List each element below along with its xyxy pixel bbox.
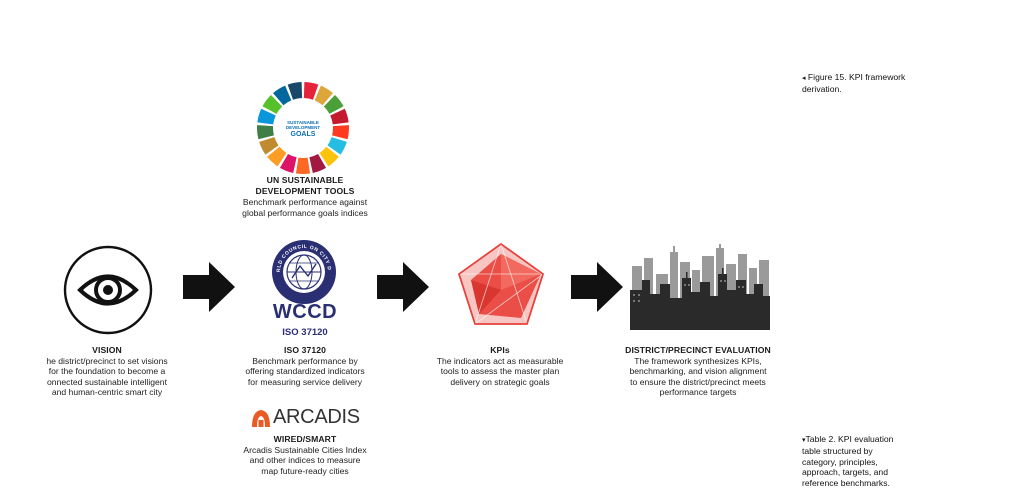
sdg-wheel-segment xyxy=(309,153,327,173)
sdg-wheel-segment xyxy=(295,157,311,174)
sdg-wheel-segment xyxy=(259,137,279,155)
sdg-wheel-segment xyxy=(267,146,287,167)
vision-desc-line: onnected sustainable intelligent xyxy=(47,376,167,387)
iso-title: ISO 37120 xyxy=(284,345,326,355)
city-skyline-icon xyxy=(630,244,770,330)
figure-caption: ◂ Figure 15. KPI framework derivation. xyxy=(802,72,962,95)
sdg-wheel-segment xyxy=(303,82,319,100)
arcadis-logo-text: ARCADIS xyxy=(273,406,360,428)
arrow-right-icon xyxy=(571,262,623,312)
sdg-wheel-segment xyxy=(257,108,276,125)
district-desc-line: The framework synthesizes KPIs, xyxy=(634,356,762,366)
kpi-radar-icon xyxy=(455,240,547,332)
sdg-wheel-segment xyxy=(279,153,297,173)
sdg-wheel-segment xyxy=(314,85,333,106)
sdg-wheel-segment xyxy=(332,125,349,140)
vision-desc-line: for the foundation to become a xyxy=(48,366,166,377)
caption-marker-icon: ◂ xyxy=(802,75,806,82)
figure-caption-line: derivation. xyxy=(802,84,842,95)
sdg-logo-text-3: GOALS xyxy=(291,131,316,138)
sdg-wheel-segment xyxy=(262,94,283,114)
wccd-logo-text: WCCD xyxy=(272,301,338,323)
table-caption-line: reference benchmarks. xyxy=(802,477,890,488)
table-caption-line: category, principles, xyxy=(802,456,878,467)
sdg-wheel-segment xyxy=(257,125,274,140)
vision-desc-line: and human-centric smart city xyxy=(51,387,163,398)
arcadis-mark-icon xyxy=(252,410,270,427)
arcadis-desc-line: Arcadis Sustainable Cities Index xyxy=(243,445,367,455)
sdg-wheel-logo: SUSTAINABLE DEVELOPMENT GOALS xyxy=(255,80,351,176)
sdg-wheel-segment xyxy=(323,94,344,114)
table-caption-text: Table 2. KPI evaluation xyxy=(805,434,894,444)
figure-caption-text: Figure 15. KPI framework xyxy=(807,72,906,82)
iso-desc-line: offering standardized indicators xyxy=(245,366,365,377)
vision-desc: he district/precinct to set visions for … xyxy=(12,356,202,398)
district-desc-line: to ensure the district/precinct meets xyxy=(630,376,766,387)
iso-logo-subtext: ISO 37120 xyxy=(282,327,328,338)
sdg-wheel-segment xyxy=(319,146,339,167)
sdg-wheel-segment xyxy=(327,137,347,155)
kpis-desc-line: The indicators act as measurable xyxy=(436,356,564,366)
arcadis-desc: Arcadis Sustainable Cities Index and oth… xyxy=(205,445,405,476)
kpis-desc: The indicators act as measurable tools t… xyxy=(400,356,600,387)
table-caption: ▾Table 2. KPI evaluation table structure… xyxy=(802,434,962,488)
sdg-wheel-segment xyxy=(287,82,303,100)
arcadis-desc-line: and other indices to measure xyxy=(249,455,361,466)
district-desc-line: performance targets xyxy=(659,387,737,398)
eye-icon xyxy=(63,245,153,335)
district-desc-line: benchmarking, and vision alignment xyxy=(629,366,767,377)
district-desc: The framework synthesizes KPIs, benchmar… xyxy=(598,356,798,398)
table-caption-line: table structured by xyxy=(802,446,873,457)
wccd-seal-logo: WORLD COUNCIL ON CITY DATA xyxy=(267,234,338,306)
arcadis-desc-line: map future-ready cities xyxy=(261,465,349,476)
table-caption-line: ▾Table 2. KPI evaluation xyxy=(802,434,962,446)
kpis-title: KPIs xyxy=(490,345,510,355)
sdg-title-line1: UN SUSTAINABLE xyxy=(266,175,344,185)
sdg-wheel-segment xyxy=(330,108,349,125)
district-title: DISTRICT/PRECINCT EVALUATION xyxy=(625,345,771,355)
arcadis-title: WIRED/SMART xyxy=(273,434,337,444)
iso-desc-line: for measuring service delivery xyxy=(247,376,363,387)
iso-desc-line: Benchmark performance by xyxy=(252,356,358,366)
iso-desc: Benchmark performance by offering standa… xyxy=(205,356,405,387)
arrow-right-icon xyxy=(377,262,429,312)
sdg-desc-line2: global performance goals indices xyxy=(242,208,368,218)
arrow-right-icon xyxy=(183,262,235,312)
table-caption-line: approach, targets, and xyxy=(802,467,888,478)
sdg-desc-line1: Benchmark performance against xyxy=(242,197,368,207)
figure-caption-line: ◂ Figure 15. KPI framework xyxy=(802,72,962,84)
caption-marker-icon: ▾ xyxy=(802,437,806,444)
sdg-logo-text-1: SUSTAINABLE xyxy=(287,120,319,125)
arcadis-logo: ARCADIS xyxy=(250,405,360,431)
vision-title: VISION xyxy=(92,345,122,355)
kpis-desc-line: delivery on strategic goals xyxy=(450,376,550,387)
sdg-logo-text-2: DEVELOPMENT xyxy=(286,125,321,130)
vision-desc-line: he district/precinct to set visions xyxy=(46,356,168,366)
kpis-desc-line: tools to assess the master plan xyxy=(440,366,560,377)
sdg-title-line2: DEVELOPMENT TOOLS xyxy=(255,186,355,196)
sdg-wheel-segment xyxy=(273,85,292,106)
